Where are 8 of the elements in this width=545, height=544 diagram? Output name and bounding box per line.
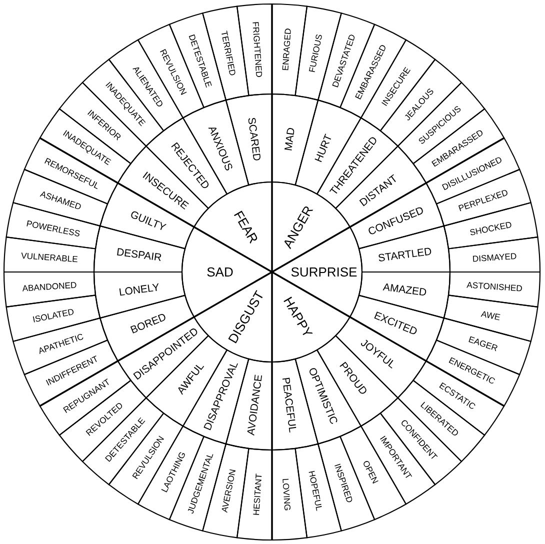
ring-segment: DISMAYED xyxy=(448,236,541,273)
ring-segment: VULNERABLE xyxy=(3,236,96,273)
ring-segment: ABANDONED xyxy=(3,271,96,308)
ring-segment: ENRAGED xyxy=(271,3,308,96)
ring-segment: ASTONISHED xyxy=(448,271,541,308)
ring-segment: FRIGHTENED xyxy=(236,3,273,96)
ring-segment: LOVING xyxy=(271,448,308,541)
ring-segment: HESITANT xyxy=(236,448,273,541)
